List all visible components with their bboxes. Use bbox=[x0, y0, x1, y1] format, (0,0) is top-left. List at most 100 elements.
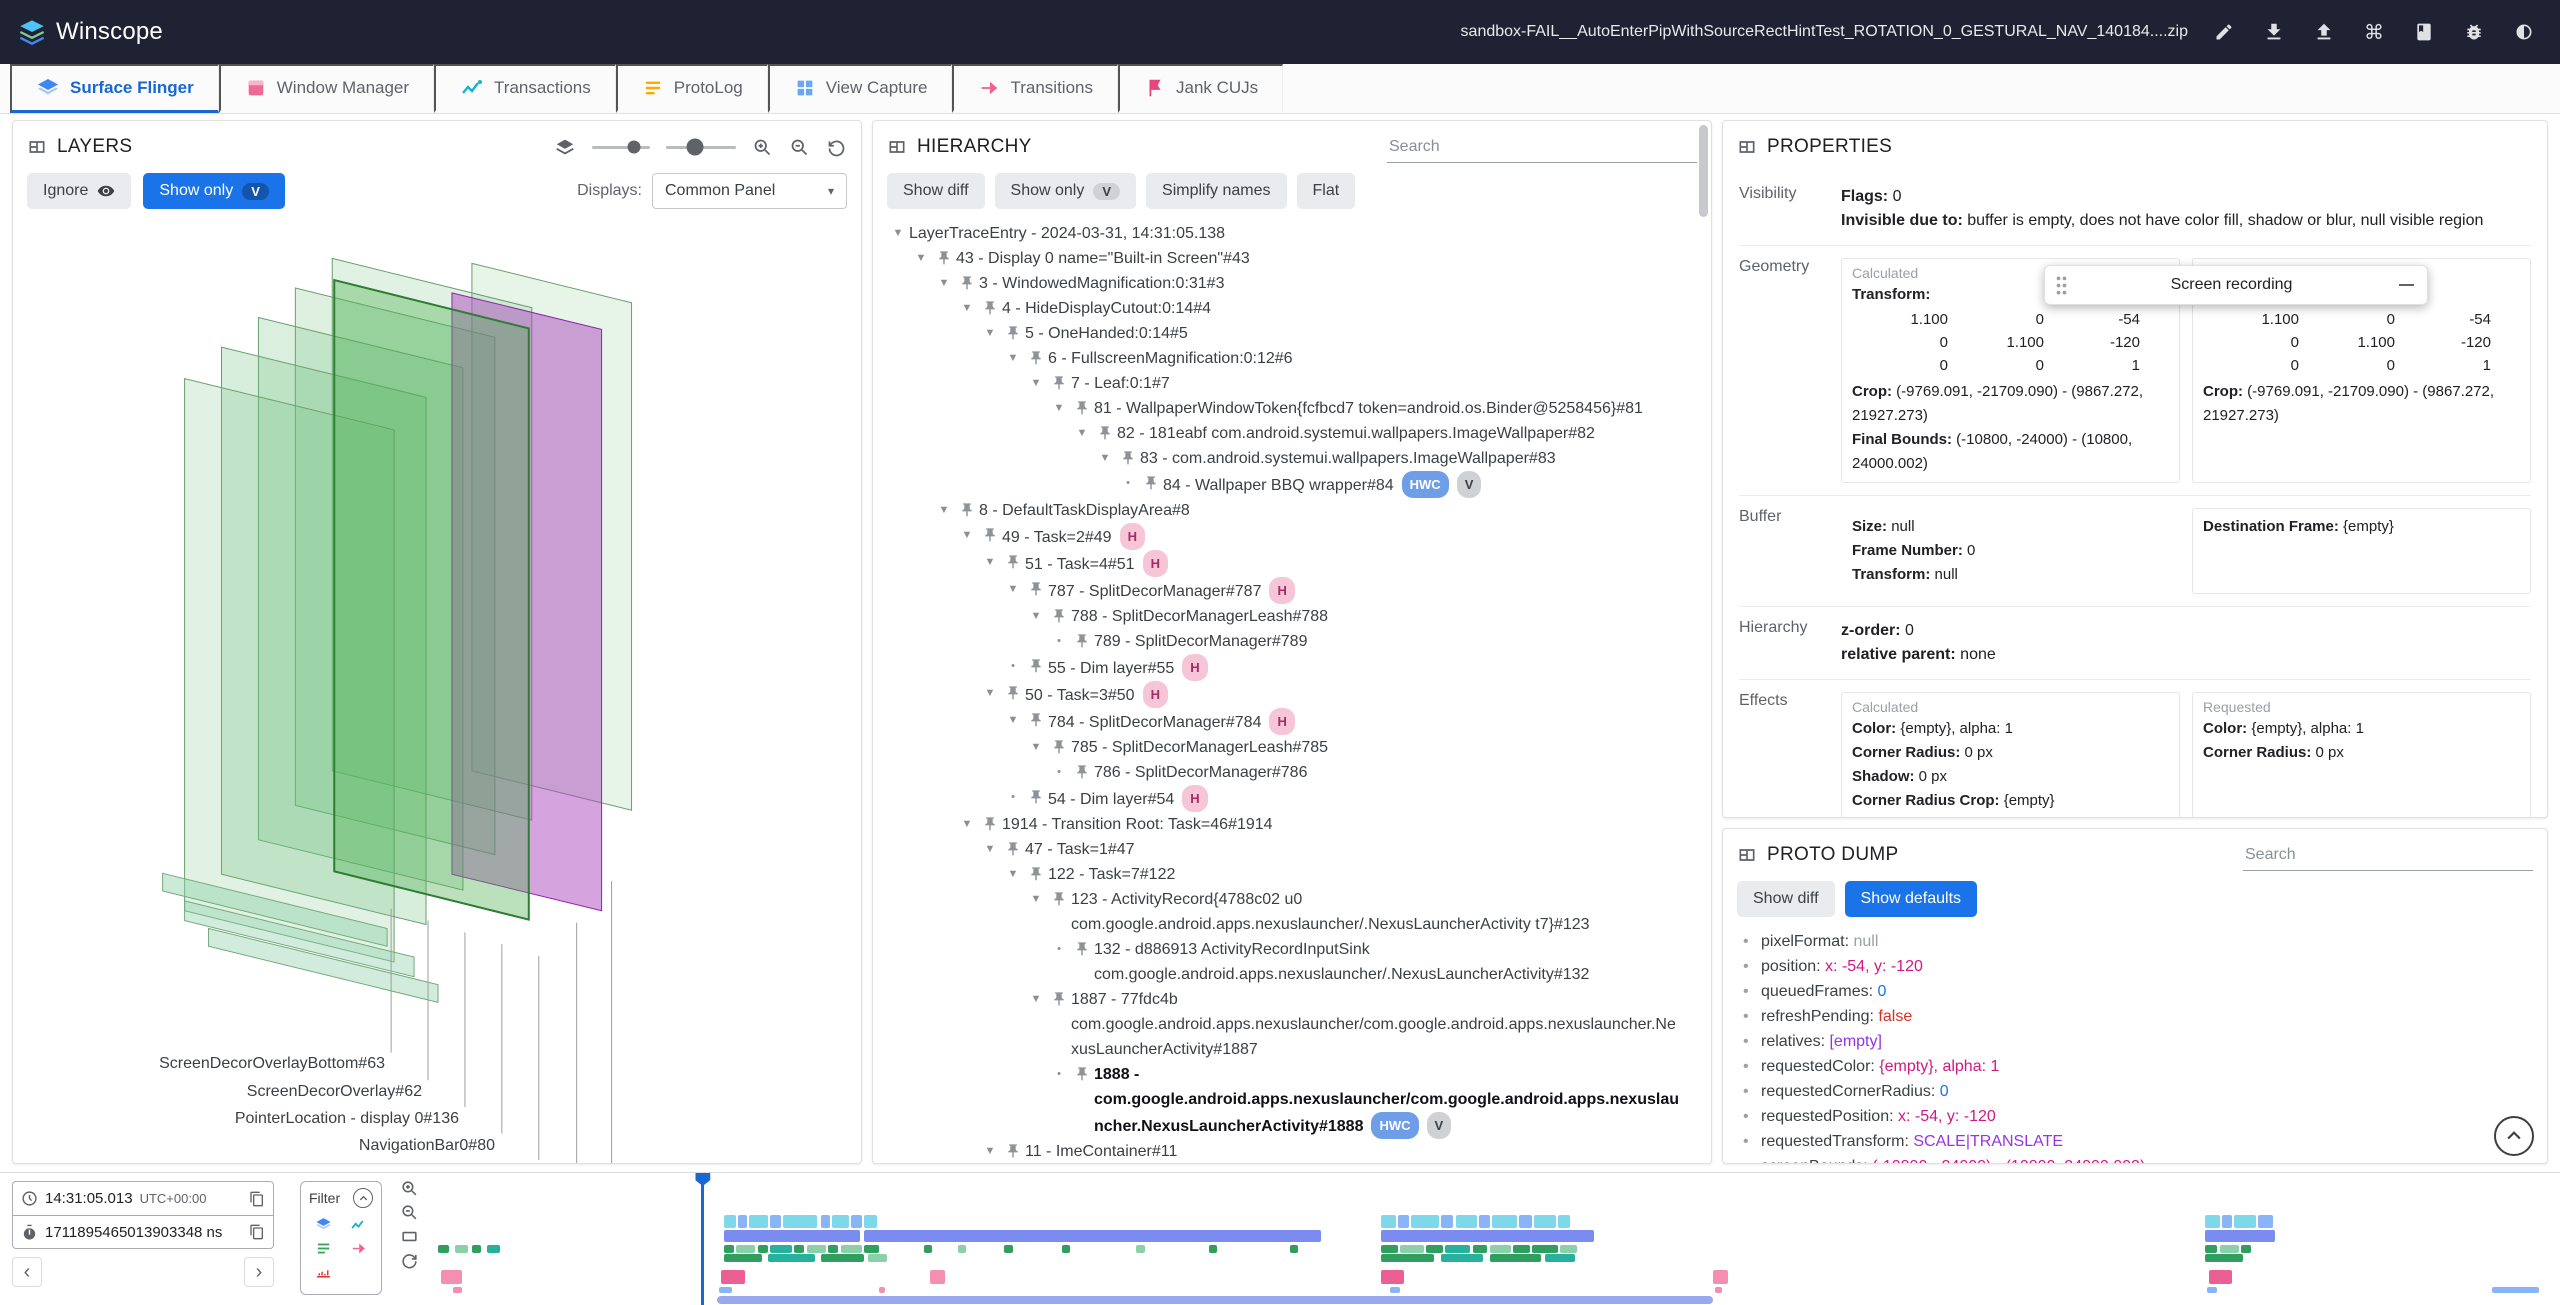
trace-segment[interactable] bbox=[723, 1215, 737, 1228]
trace-segment[interactable] bbox=[2204, 1245, 2218, 1253]
timeline-range-thumb[interactable] bbox=[717, 1296, 1714, 1304]
expand-arrow-icon[interactable]: ▼ bbox=[1007, 352, 1019, 364]
trace-segment[interactable] bbox=[719, 1287, 733, 1293]
trace-segment[interactable] bbox=[1398, 1215, 1409, 1228]
hierarchy-tree-node[interactable]: ▼LayerTraceEntry - 2024-03-31, 14:31:05.… bbox=[879, 221, 1705, 246]
pin-icon[interactable] bbox=[1116, 446, 1140, 466]
trace-segment[interactable] bbox=[440, 1270, 462, 1284]
hierarchy-tree-node[interactable]: ▼4 - HideDisplayCutout:0:14#4 bbox=[879, 296, 1705, 321]
trace-segment[interactable] bbox=[453, 1287, 462, 1293]
hierarchy-scrollbar[interactable] bbox=[1699, 125, 1708, 217]
pin-icon[interactable] bbox=[1070, 629, 1094, 649]
hierarchy-tree-node[interactable]: ▼6 - FullscreenMagnification:0:12#6 bbox=[879, 346, 1705, 371]
layer-sheet-green-front[interactable] bbox=[333, 278, 530, 921]
expand-arrow-icon[interactable]: ▼ bbox=[1030, 993, 1042, 1005]
trace-segment[interactable] bbox=[863, 1215, 877, 1228]
dark-mode-icon[interactable] bbox=[2506, 14, 2542, 50]
timeline-row-minimap[interactable] bbox=[432, 1287, 2560, 1293]
trace-segment[interactable] bbox=[878, 1287, 886, 1293]
trace-segment[interactable] bbox=[957, 1245, 967, 1253]
trace-segment[interactable] bbox=[1444, 1245, 1471, 1253]
trace-segment[interactable] bbox=[1381, 1254, 1435, 1262]
trace-segment[interactable] bbox=[1381, 1230, 1594, 1242]
expand-arrow-icon[interactable]: ▼ bbox=[984, 1145, 996, 1157]
trace-segment[interactable] bbox=[487, 1245, 501, 1253]
trace-segment[interactable] bbox=[770, 1245, 792, 1253]
simplify-names-button[interactable]: Simplify names bbox=[1146, 173, 1287, 209]
hierarchy-tree-node[interactable]: •1888 - com.google.android.apps.nexuslau… bbox=[879, 1062, 1705, 1139]
trace-segment[interactable] bbox=[1381, 1270, 1405, 1284]
expand-arrow-icon[interactable]: ▼ bbox=[984, 556, 996, 568]
hierarchy-search-input[interactable] bbox=[1387, 131, 1697, 163]
tab-protolog[interactable]: ProtoLog bbox=[615, 64, 768, 113]
tab-window-manager[interactable]: Window Manager bbox=[218, 64, 435, 113]
trace-segment[interactable] bbox=[1713, 1270, 1728, 1284]
proto-search-input[interactable] bbox=[2243, 839, 2533, 871]
trace-segment[interactable] bbox=[863, 1245, 879, 1253]
proto-row[interactable]: •queuedFrames: 0 bbox=[1733, 979, 2537, 1004]
pin-icon[interactable] bbox=[1024, 577, 1048, 597]
trace-segment[interactable] bbox=[2257, 1215, 2273, 1228]
timeline-reset-zoom-icon[interactable] bbox=[400, 1251, 419, 1270]
expand-arrow-icon[interactable]: ▼ bbox=[961, 529, 973, 541]
pin-icon[interactable] bbox=[1024, 862, 1048, 882]
pin-icon[interactable] bbox=[1047, 371, 1071, 391]
expand-arrow-icon[interactable]: ▼ bbox=[1007, 583, 1019, 595]
trace-segment[interactable] bbox=[770, 1215, 781, 1228]
layer-label[interactable]: ScreenDecorOverlay#62 bbox=[246, 1083, 422, 1100]
trace-segment[interactable] bbox=[1289, 1245, 1299, 1253]
hierarchy-tree-node[interactable]: ▼785 - SplitDecorManagerLeash#785 bbox=[879, 735, 1705, 760]
trace-segment[interactable] bbox=[721, 1270, 745, 1284]
trace-segment[interactable] bbox=[723, 1245, 735, 1253]
reset-view-icon[interactable] bbox=[826, 137, 847, 158]
show-diff-button[interactable]: Show diff bbox=[1737, 881, 1835, 917]
hierarchy-tree-node[interactable]: ▼122 - Task=7#122 bbox=[879, 862, 1705, 887]
pin-icon[interactable] bbox=[1001, 837, 1025, 857]
pin-icon[interactable] bbox=[978, 296, 1002, 316]
hierarchy-tree-node[interactable]: ▼1914 - Transition Root: Task=46#1914 bbox=[879, 812, 1705, 837]
trace-segment[interactable] bbox=[840, 1245, 862, 1253]
trace-segment[interactable] bbox=[863, 1230, 1322, 1242]
hierarchy-tree-node[interactable]: ▼11 - ImeContainer#11 bbox=[879, 1139, 1705, 1163]
hierarchy-tree-node[interactable]: ▼3 - WindowedMagnification:0:31#3 bbox=[879, 271, 1705, 296]
proto-row[interactable]: •requestedTransform: SCALE|TRANSLATE bbox=[1733, 1129, 2537, 1154]
trace-segment[interactable] bbox=[1715, 1287, 1722, 1293]
trace-segment[interactable] bbox=[1004, 1245, 1013, 1253]
timeline-row-jank-ticks[interactable] bbox=[432, 1270, 2560, 1284]
3d-layers-icon[interactable] bbox=[554, 136, 576, 158]
trace-segment[interactable] bbox=[1440, 1254, 1484, 1262]
expand-arrow-icon[interactable]: ▼ bbox=[961, 818, 973, 830]
trace-segment[interactable] bbox=[868, 1254, 888, 1262]
expand-arrow-icon[interactable]: ▼ bbox=[984, 687, 996, 699]
trace-segment[interactable] bbox=[2219, 1245, 2239, 1253]
trace-segment[interactable] bbox=[1559, 1245, 1577, 1253]
pin-icon[interactable] bbox=[1070, 760, 1094, 780]
expand-arrow-icon[interactable]: ▼ bbox=[1007, 714, 1019, 726]
tab-view-capture[interactable]: View Capture bbox=[767, 64, 953, 113]
timeline-cursor-handle[interactable] bbox=[695, 1173, 711, 1186]
trace-segment[interactable] bbox=[1136, 1245, 1145, 1253]
trace-segment[interactable] bbox=[827, 1245, 839, 1253]
trace-segment[interactable] bbox=[1532, 1245, 1558, 1253]
pin-icon[interactable] bbox=[1001, 550, 1025, 570]
timeline-fit-icon[interactable] bbox=[400, 1227, 419, 1246]
trace-segment[interactable] bbox=[749, 1215, 769, 1228]
expand-arrow-icon[interactable]: ▼ bbox=[1030, 610, 1042, 622]
trace-segment[interactable] bbox=[832, 1215, 850, 1228]
pin-icon[interactable] bbox=[1001, 681, 1025, 701]
proto-row[interactable]: •requestedPosition: x: -54, y: -120 bbox=[1733, 1104, 2537, 1129]
pin-icon[interactable] bbox=[1024, 346, 1048, 366]
rotation-slider[interactable] bbox=[592, 140, 650, 154]
pin-icon[interactable] bbox=[932, 246, 956, 266]
zoom-out-icon[interactable] bbox=[789, 137, 810, 158]
pin-icon[interactable] bbox=[955, 271, 979, 291]
layer-sheet-purple[interactable] bbox=[451, 292, 603, 912]
proto-row[interactable]: •requestedCornerRadius: 0 bbox=[1733, 1079, 2537, 1104]
trace-segment[interactable] bbox=[1519, 1215, 1533, 1228]
trace-segment[interactable] bbox=[929, 1270, 945, 1284]
